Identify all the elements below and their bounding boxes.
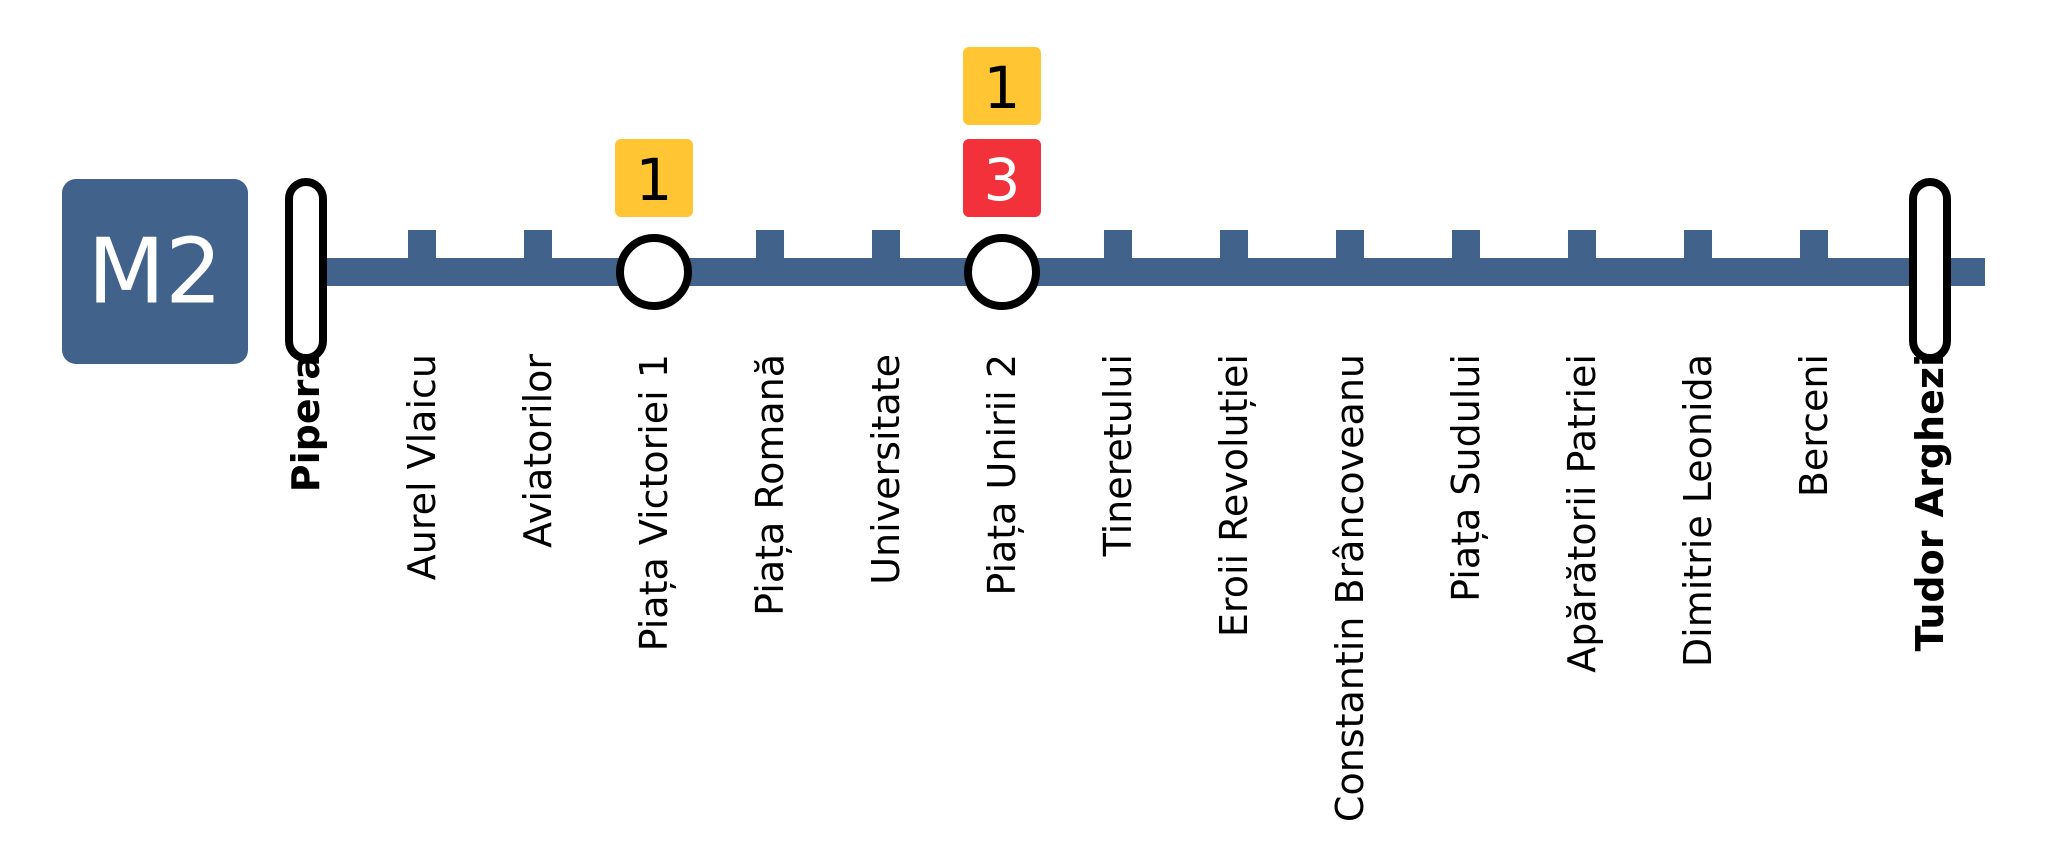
transfer-badge-background — [963, 47, 1041, 125]
stop-tick-dimitrie-leonida — [1684, 230, 1712, 260]
station-label-berceni: Berceni — [1792, 354, 1836, 497]
station-label-eroii-revolutiei: Eroii Revoluției — [1212, 354, 1256, 637]
transfer-badge-background — [615, 139, 693, 217]
station-label-tudor-arghezi: Tudor Arghezi — [1908, 354, 1952, 651]
transfer-badge-label: 1 — [984, 54, 1021, 122]
station-label-piata-romana: Piața Romană — [748, 354, 792, 616]
terminus-marker-pipera — [285, 178, 327, 362]
stop-tick-aviatorilor — [524, 230, 552, 260]
transfer-badge-line-1-at-piata-victoriei-1: 1 — [615, 139, 693, 217]
stop-ticks — [408, 230, 1828, 260]
stop-tick-tineretului — [1104, 230, 1132, 260]
interchange-markers — [616, 234, 1040, 310]
line-badge: M2 — [62, 179, 248, 364]
transfer-badge-line-3-at-piata-unirii-2: 3 — [963, 139, 1041, 217]
stop-tick-aurel-vlaicu — [408, 230, 436, 260]
station-label-universitate: Universitate — [864, 354, 908, 585]
interchange-marker-piata-victoriei-1 — [616, 234, 692, 310]
stop-tick-piata-romana — [756, 230, 784, 260]
terminus-marker-tudor-arghezi — [1909, 178, 1951, 362]
transfer-badge-background — [963, 139, 1041, 217]
stop-tick-aparatorii-patriei — [1568, 230, 1596, 260]
station-label-aparatorii-patriei: Apărătorii Patriei — [1560, 354, 1604, 673]
station-label-piata-victoriei-1: Piața Victoriei 1 — [632, 354, 676, 651]
transfer-badge-label: 3 — [984, 146, 1021, 214]
station-label-tineretului: Tineretului — [1096, 354, 1140, 557]
station-label-aviatorilor: Aviatorilor — [516, 354, 560, 548]
station-label-aurel-vlaicu: Aurel Vlaicu — [400, 354, 444, 580]
stop-tick-universitate — [872, 230, 900, 260]
transfer-badges: 1 3 1 — [615, 47, 1041, 217]
stop-tick-piata-sudului — [1452, 230, 1480, 260]
station-label-pipera: Pipera — [284, 354, 328, 492]
station-labels: Pipera Aurel Vlaicu Aviatorilor Piața Victo… — [284, 354, 1952, 822]
stop-tick-constantin-brancoveanu — [1336, 230, 1364, 260]
line-track — [315, 258, 1985, 286]
station-label-piata-unirii-2: Piața Unirii 2 — [980, 354, 1024, 596]
termini — [285, 178, 1951, 362]
transfer-badge-label: 1 — [636, 146, 673, 214]
station-label-dimitrie-leonida: Dimitrie Leonida — [1676, 354, 1720, 667]
line-badge-background — [62, 179, 248, 364]
line-badge-label: M2 — [88, 220, 223, 325]
station-label-piata-sudului: Piața Sudului — [1444, 354, 1488, 602]
stop-tick-eroii-revolutiei — [1220, 230, 1248, 260]
station-label-constantin-brancoveanu: Constantin Brâncoveanu — [1328, 354, 1372, 822]
transfer-badge-line-1-at-piata-unirii-2: 1 — [963, 47, 1041, 125]
interchange-marker-piata-unirii-2 — [964, 234, 1040, 310]
stop-tick-berceni — [1800, 230, 1828, 260]
